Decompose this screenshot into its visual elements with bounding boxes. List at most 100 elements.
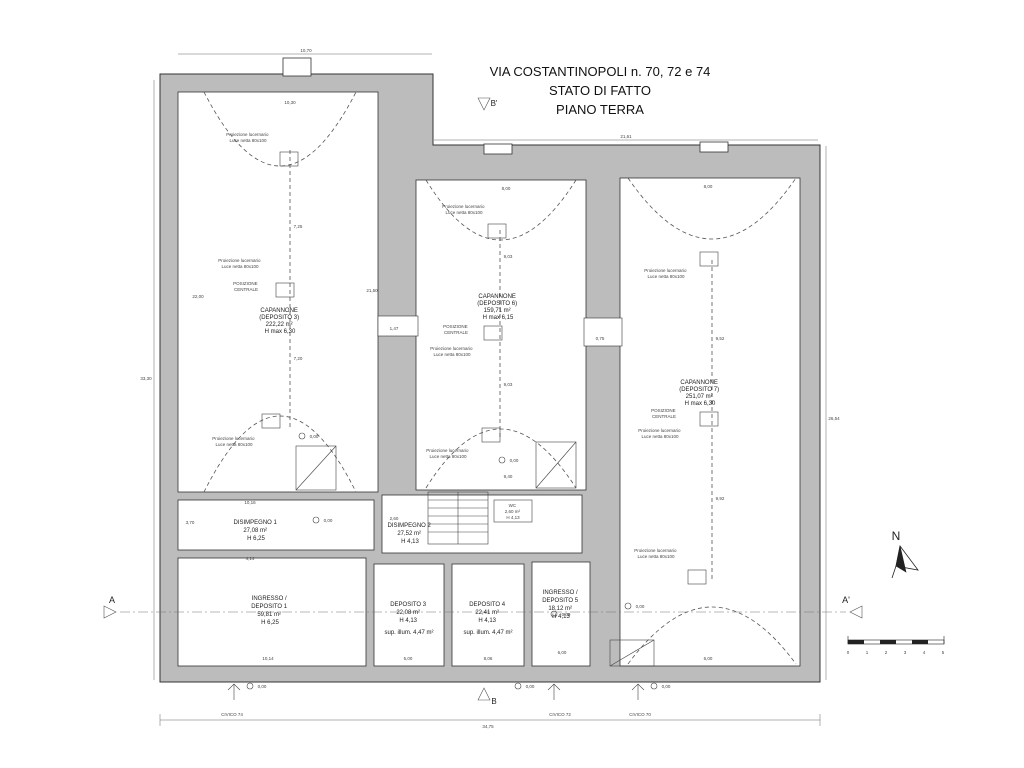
section-marker-b-top — [477, 97, 491, 111]
skylight-box-1 — [279, 151, 299, 167]
dim-text: 10,14 — [262, 656, 274, 661]
annotation-proiezione-7: Proiezione lucernario Luce netta 80x100 — [644, 268, 688, 279]
dim-text: 21,61 — [620, 134, 632, 139]
dim-text: 10,70 — [300, 48, 312, 53]
dim-text: 8,06 — [484, 656, 493, 661]
label-deposito-3-big: CAPANNONE (DEPOSITO 3) 222,22 m² H max 6… — [259, 308, 301, 335]
vault-curve-6 — [627, 606, 797, 665]
section-label-b-prime: B' — [491, 99, 498, 108]
scale-tick-5: 5 — [942, 650, 945, 655]
title-floor: PIANO TERRA — [556, 102, 644, 117]
scale-bar: 0 1 2 3 4 5 — [847, 636, 945, 655]
skylight-box-6 — [481, 427, 501, 443]
level-marker-3: 0,00 — [312, 516, 333, 524]
skylight-box-2 — [275, 282, 295, 298]
dim-text: 9,40 — [504, 474, 513, 479]
label-deposito-3: DEPOSITO 3 22,08 m² H 4,13 sup. illum. 4… — [384, 602, 433, 636]
section-label-b: B — [491, 697, 496, 706]
svg-text:0,00: 0,00 — [510, 458, 519, 463]
window-niche-top-2 — [483, 143, 513, 155]
dim-text: 21,50 — [366, 288, 378, 293]
room-deposito-3-big — [177, 91, 379, 493]
scale-tick-4: 4 — [923, 650, 926, 655]
annotation-posizione-3: POSIZIONE CENTRALE — [651, 408, 677, 419]
dim-text: 9,03 — [504, 382, 513, 387]
dim-text: 22,00 — [192, 294, 204, 299]
opening-wall-2 — [583, 317, 623, 347]
scale-tick-1: 1 — [866, 650, 869, 655]
room-ingresso-deposito-5 — [531, 561, 591, 667]
window-niche-top-3 — [699, 141, 729, 153]
dim-text: 1,47 — [390, 326, 399, 331]
level-marker-1: 0,00 — [298, 432, 319, 440]
entrance-arrow-3 — [631, 683, 645, 700]
section-marker-a-right — [849, 605, 863, 619]
level-marker-8: 0,00 — [550, 610, 571, 618]
skylight-box-5 — [483, 325, 503, 341]
annotation-proiezione-6: Proiezione lucernario Luce netta 80x100 — [426, 448, 470, 459]
dim-text: 3,70 — [186, 520, 195, 525]
dim-text: 8,00 — [704, 184, 713, 189]
level-marker-6: 0,00 — [514, 682, 535, 690]
stair-box-2 — [535, 441, 577, 489]
label-disimpegno-2: DISIMPEGNO 2 27,52 m² H 4,13 — [387, 523, 432, 545]
dim-text: 7,20 — [294, 356, 303, 361]
dim-text: 10,16 — [244, 500, 256, 505]
label-deposito-6: CAPANNONE (DEPOSITO 6) 159,71 m² H max 6… — [477, 294, 519, 321]
skylight-box-8 — [699, 411, 719, 427]
scale-tick-0: 0 — [847, 650, 850, 655]
annotation-proiezione-9: Proiezione lucernario Luce netta 80x100 — [634, 548, 678, 559]
scale-tick-2: 2 — [885, 650, 888, 655]
label-ingresso-deposito-5: INGRESSO / DEPOSITO 5 18,12 m² H 4,13 — [542, 590, 580, 620]
dim-text: 6,00 — [704, 656, 713, 661]
room-disimpegno-1 — [177, 499, 375, 551]
skylight-box-9 — [687, 569, 707, 585]
dim-text: 9,92 — [716, 496, 725, 501]
level-marker-5: 0,00 — [246, 682, 267, 690]
vault-curve-4 — [425, 428, 577, 489]
label-ingresso-deposito-1: INGRESSO / DEPOSITO 1 59,81 m² H 6,25 — [251, 596, 289, 626]
title-state: STATO DI FATTO — [548, 83, 652, 98]
section-marker-a-left — [103, 605, 117, 619]
svg-text:0,00: 0,00 — [526, 684, 535, 689]
title-address: VIA COSTANTINOPOLI n. 70, 72 e 74 — [489, 64, 711, 79]
section-label-a-prime: A' — [842, 595, 850, 605]
wc-box — [493, 499, 533, 523]
staircase — [427, 491, 489, 545]
stair-box-1 — [295, 445, 337, 491]
dim-text: 10,30 — [284, 100, 296, 105]
stair-diagonal-3 — [609, 639, 655, 667]
opening-wall-1 — [377, 315, 419, 337]
wc-label: WC 2,60 m² H 4,13 — [505, 503, 522, 520]
room-deposito-3 — [373, 563, 445, 667]
label-disimpegno-1: DISIMPEGNO 1 27,08 m² H 6,25 — [233, 520, 278, 542]
dim-text: 5,00 — [404, 656, 413, 661]
svg-text:0,00: 0,00 — [258, 684, 267, 689]
title-block: VIA COSTANTINOPOLI n. 70, 72 e 74 STATO … — [480, 62, 720, 119]
dim-text: 2,60 — [390, 516, 399, 521]
level-marker-7: 0,00 — [650, 682, 671, 690]
entrance-arrow-1 — [227, 683, 241, 700]
section-marker-b-bottom — [477, 687, 491, 701]
skylight-box-4 — [487, 223, 507, 239]
annotation-proiezione-5: Proiezione lucernario Luce netta 80x100 — [430, 346, 474, 357]
dim-text: 6,00 — [558, 650, 567, 655]
room-deposito-7 — [619, 177, 801, 667]
scale-tick-3: 3 — [904, 650, 907, 655]
civico-70: CIVICO 70 — [629, 712, 651, 717]
dim-text: 26,54 — [828, 416, 840, 421]
civico-74: CIVICO 74 — [221, 712, 243, 717]
svg-text:0,00: 0,00 — [662, 684, 671, 689]
room-deposito-4 — [451, 563, 525, 667]
label-deposito-4: DEPOSITO 4 22,41 m² H 4,13 sup. illum. 4… — [463, 602, 512, 636]
dim-text: 33,30 — [140, 376, 152, 381]
vault-curve-3 — [425, 179, 577, 241]
north-arrow: N — [891, 529, 919, 579]
dim-text: 7,25 — [294, 224, 303, 229]
dim-text: 9,52 — [716, 336, 725, 341]
svg-text:0,00: 0,00 — [562, 612, 571, 617]
section-label-a: A — [109, 595, 115, 605]
label-deposito-7: CAPANNONE (DEPOSITO 7) 251,07 m² H max 6… — [679, 380, 721, 407]
svg-text:0,00: 0,00 — [324, 518, 333, 523]
